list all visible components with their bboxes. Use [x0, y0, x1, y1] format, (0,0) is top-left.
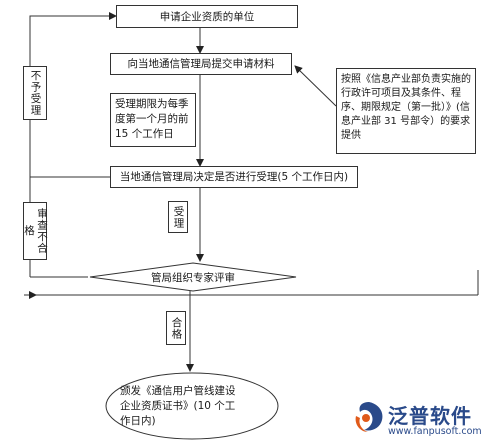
note-text: 按照《信息产业部负责实施的行政许可项目及其条件、程序、期限规定（第一批）》(信息… [341, 74, 471, 141]
issue-label: 颁发《通信用户管线建设企业资质证书》(10 个工作日内) [120, 384, 244, 429]
period-text: 受理期限为每季度第一个月的前 15 个工作日 [115, 98, 189, 140]
start-text: 申请企业资质的单位 [159, 10, 255, 23]
issue-ellipse [105, 372, 279, 440]
start-box: 申请企业资质的单位 [116, 5, 298, 28]
not-accept-box: 不予受理 [23, 66, 47, 120]
accept-box: 受理 [168, 201, 188, 233]
brand-url: www.fanpusoft.com [388, 426, 482, 437]
reject-text: 审查不合格 [23, 208, 48, 254]
arrow-note-to-submit [294, 65, 337, 107]
note-box: 按照《信息产业部负责实施的行政许可项目及其条件、程序、期限规定（第一批）》(信息… [336, 68, 476, 154]
review-label: 管局组织专家评审 [88, 270, 298, 285]
review-diamond [89, 262, 297, 292]
not-accept-text: 不予受理 [29, 70, 42, 116]
decide-box: 当地通信管理局决定是否进行受理(5 个工作日内) [110, 166, 358, 188]
issue-text: 颁发《通信用户管线建设企业资质证书》(10 个工作日内) [120, 385, 236, 427]
period-box: 受理期限为每季度第一个月的前 15 个工作日 [110, 93, 196, 147]
submit-box: 向当地通信管理局提交申请材料 [110, 53, 292, 75]
brand-mark-icon [355, 402, 383, 432]
brand-logo: 泛普软件 www.fanpusoft.com [350, 396, 482, 444]
decide-text: 当地通信管理局决定是否进行受理(5 个工作日内) [119, 171, 349, 183]
pass-box: 合格 [166, 311, 186, 345]
pass-text: 合格 [170, 316, 183, 340]
accept-text: 受理 [172, 205, 185, 229]
brand-name: 泛普软件 [388, 404, 472, 428]
review-text: 管局组织专家评审 [151, 272, 235, 284]
submit-text: 向当地通信管理局提交申请材料 [127, 58, 275, 70]
reject-box: 审查不合格 [23, 202, 48, 260]
